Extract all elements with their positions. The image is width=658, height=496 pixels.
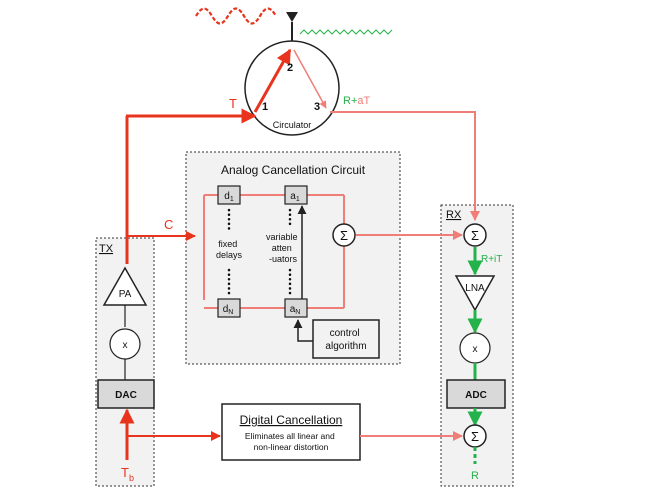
control-algorithm-box (312, 319, 380, 359)
variable-attenuators-label: variable atten -uators (266, 232, 300, 264)
t-signal-label: T (229, 96, 237, 111)
analog-cancellation-title: Analog Cancellation Circuit (221, 163, 366, 177)
control-feed-line (293, 319, 313, 342)
circulator-port-2: 2 (287, 62, 293, 74)
rx-mixer-label: x (473, 344, 478, 355)
tx-mixer-label: x (123, 340, 128, 351)
dac-label: DAC (115, 390, 137, 401)
pa-label: PA (119, 289, 132, 300)
circulator-path-2-to-3 (293, 49, 327, 109)
antenna-icon (286, 12, 298, 22)
rx-sum-top-symbol: Σ (471, 228, 479, 243)
adc-label: ADC (465, 390, 487, 401)
receive-wave (299, 29, 393, 35)
adc-block (446, 379, 506, 409)
digital-cancellation-box (221, 403, 361, 461)
circulator-port-1: 1 (262, 101, 268, 113)
atten-an-label: aN (290, 304, 301, 316)
delay-dn-box (217, 298, 241, 318)
rx-sum-top-node (463, 223, 487, 247)
tb-signal-label: Tb (121, 465, 134, 483)
digital-cancellation-desc: Eliminates all linear and non-linear dis… (245, 431, 337, 452)
circulator (244, 40, 340, 136)
c-signal-label: C (164, 217, 173, 232)
rx-label: RX (446, 209, 462, 221)
atten-a1-label: a1 (290, 191, 300, 203)
lna-label: LNA (465, 283, 485, 294)
analog-sum-node (332, 223, 356, 247)
circulator-label: Circulator (273, 120, 312, 130)
rx-sum-bottom-symbol: Σ (471, 429, 479, 444)
transmit-wave (195, 7, 277, 25)
delay-d1-label: d1 (224, 191, 234, 203)
digital-cancellation-title: Digital Cancellation (240, 413, 343, 427)
atten-a1-box (284, 185, 308, 205)
circulator-port-3: 3 (314, 101, 320, 113)
control-algorithm-label: control algorithm (325, 328, 366, 352)
r-plus-it-label: R+iT (481, 254, 502, 265)
fixed-delays-label: fixed delays (216, 239, 243, 260)
circulator-path-1-to-2 (253, 48, 292, 113)
r-output-label: R (471, 470, 479, 482)
tx-label: TX (99, 243, 114, 255)
atten-an-box (284, 298, 308, 318)
delay-dn-label: dN (223, 304, 234, 316)
analog-sum-symbol: Σ (340, 228, 348, 243)
r-plus-at-label: R+aT (343, 95, 370, 107)
dac-block (97, 379, 155, 409)
delay-d1-box (217, 185, 241, 205)
lna-amplifier-icon (454, 275, 496, 312)
